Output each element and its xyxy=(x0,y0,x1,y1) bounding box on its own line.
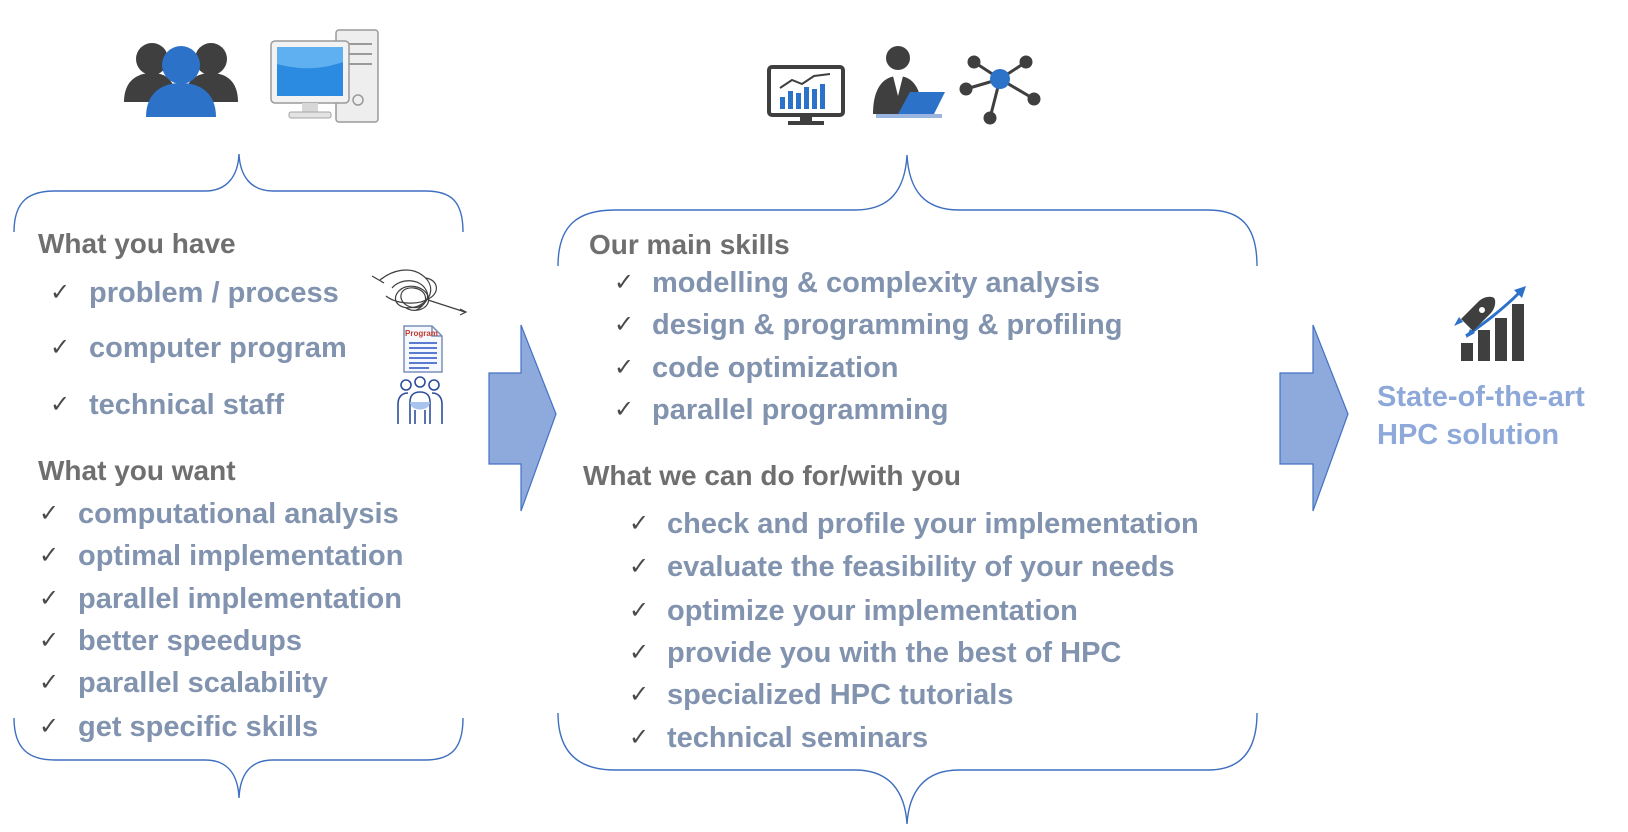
have-item: problem / process xyxy=(89,277,339,309)
check-icon: ✓ xyxy=(629,724,650,751)
check-icon: ✓ xyxy=(629,510,650,537)
left-top-brace xyxy=(13,153,464,233)
check-icon: ✓ xyxy=(39,585,60,612)
do-item: optimize your implementation xyxy=(667,595,1078,627)
rocket-growth-icon xyxy=(1454,286,1526,361)
check-icon: ✓ xyxy=(614,311,635,338)
check-icon: ✓ xyxy=(50,334,71,361)
want-item: optimal implementation xyxy=(78,540,404,572)
check-icon: ✓ xyxy=(629,681,650,708)
person-laptop-icon xyxy=(873,46,945,118)
network-icon xyxy=(959,55,1041,125)
skill-item: parallel programming xyxy=(652,394,949,426)
program-document-icon xyxy=(403,325,443,373)
skill-item: modelling & complexity analysis xyxy=(652,267,1101,299)
do-item: specialized HPC tutorials xyxy=(667,679,1014,711)
result-line-2: HPC solution xyxy=(1377,419,1560,451)
skill-item: design & programming & profiling xyxy=(652,309,1123,341)
program-doc-label: Program xyxy=(405,329,438,338)
want-item: computational analysis xyxy=(78,498,399,530)
check-icon: ✓ xyxy=(39,713,60,740)
middle-bottom-brace xyxy=(557,712,1258,825)
monitor-chart-icon xyxy=(767,65,845,125)
check-icon: ✓ xyxy=(50,391,71,418)
check-icon: ✓ xyxy=(614,354,635,381)
want-title: What you want xyxy=(38,455,236,486)
have-title: What you have xyxy=(38,228,236,259)
check-icon: ✓ xyxy=(50,279,71,306)
arrow-right xyxy=(1279,324,1349,512)
check-icon: ✓ xyxy=(39,627,60,654)
result-line-1: State-of-the-art xyxy=(1377,381,1585,413)
do-item: check and profile your implementation xyxy=(667,508,1199,540)
check-icon: ✓ xyxy=(39,542,60,569)
skills-title: Our main skills xyxy=(589,229,790,260)
tangle-icon xyxy=(371,269,468,316)
arrow-left xyxy=(488,324,557,512)
do-item: provide you with the best of HPC xyxy=(667,637,1122,669)
want-item: better speedups xyxy=(78,625,302,657)
want-item: get specific skills xyxy=(78,711,319,743)
team-icon xyxy=(397,376,443,424)
do-item: evaluate the feasibility of your needs xyxy=(667,551,1175,583)
have-item: computer program xyxy=(89,332,347,364)
have-item: technical staff xyxy=(89,389,284,421)
users-icon xyxy=(124,43,238,117)
want-item: parallel scalability xyxy=(78,667,328,699)
left-bottom-brace xyxy=(13,717,464,799)
skill-item: code optimization xyxy=(652,352,899,384)
do-item: technical seminars xyxy=(667,722,929,754)
want-item: parallel implementation xyxy=(78,583,402,615)
result-text: State-of-the-art HPC solution xyxy=(1377,378,1585,454)
check-icon: ✓ xyxy=(614,269,635,296)
check-icon: ✓ xyxy=(629,553,650,580)
desktop-computer-icon xyxy=(270,29,379,123)
check-icon: ✓ xyxy=(39,669,60,696)
check-icon: ✓ xyxy=(39,500,60,527)
do-title: What we can do for/with you xyxy=(583,460,961,491)
middle-top-brace xyxy=(557,154,1258,267)
check-icon: ✓ xyxy=(614,396,635,423)
check-icon: ✓ xyxy=(629,639,650,666)
check-icon: ✓ xyxy=(629,597,650,624)
